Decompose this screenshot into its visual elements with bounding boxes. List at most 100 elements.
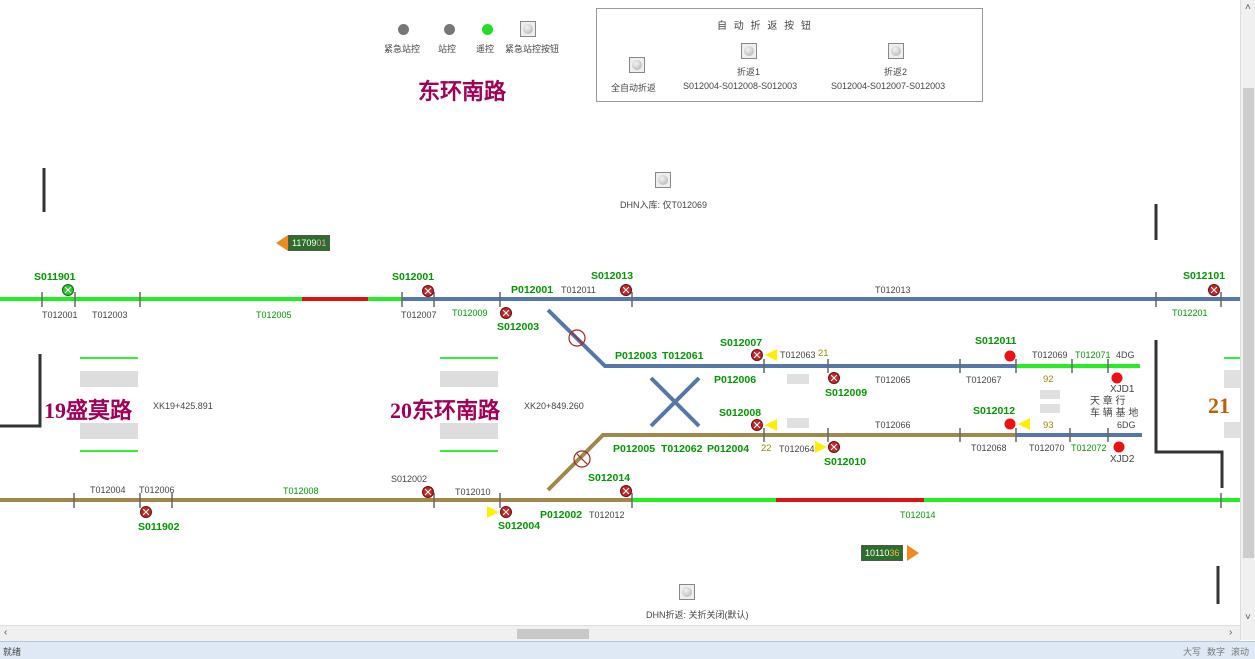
button-label: 折返1 <box>737 67 761 77</box>
signal-label: S012011 <box>975 335 1017 347</box>
section-label: T012064 <box>779 444 815 454</box>
triangle-marker <box>765 349 777 361</box>
platform-edge <box>80 450 138 452</box>
train-direction-icon <box>907 545 919 561</box>
dhn-turnback-label: DHN折返: 关折关闭(默认) <box>646 610 749 620</box>
turnback2-button[interactable] <box>888 43 904 59</box>
joints-sidings <box>763 359 1109 442</box>
track-siding2 <box>546 433 1016 492</box>
status-caps: 大写 <box>1183 647 1202 657</box>
station-km: XK20+849.260 <box>524 401 584 411</box>
switch-label: P012005 <box>613 443 656 455</box>
lamp-local <box>444 24 455 35</box>
section-label: T012006 <box>139 485 175 495</box>
platform <box>80 371 138 387</box>
section-label: T012070 <box>1029 443 1065 453</box>
section-label: T012001 <box>42 310 78 320</box>
station-name: 20东环南路 <box>390 398 501 423</box>
joints-upper <box>41 292 1222 307</box>
turnback1-button[interactable] <box>741 43 757 59</box>
dhn-turnback-button[interactable] <box>679 584 695 600</box>
signal-label: S012010 <box>824 456 867 468</box>
scroll-thumb[interactable] <box>517 629 589 639</box>
lamp-label: 遥控 <box>476 44 495 54</box>
signal-label: S012101 <box>1183 270 1226 282</box>
switch-label: P012004 <box>707 443 750 455</box>
signal-label: S012014 <box>588 472 631 484</box>
scroll-thumb[interactable] <box>1243 88 1254 558</box>
grey-box <box>787 418 809 428</box>
station-name: 21 <box>1208 393 1230 418</box>
section-label: T012065 <box>875 375 911 385</box>
signal-label: S012012 <box>973 405 1016 417</box>
signal-proceed-marker <box>62 284 74 296</box>
track-siding1 <box>546 308 1016 368</box>
signal-label: S012002 <box>391 474 428 484</box>
number-label: 93 <box>1043 420 1054 431</box>
button-sub: S012004-S012008-S012003 <box>683 81 798 91</box>
platform <box>80 423 138 439</box>
signal-label: S012013 <box>591 270 634 282</box>
status-bar: 就绪 大写 数字 滚动 <box>0 641 1255 659</box>
section-label: T012201 <box>1172 308 1208 318</box>
button-label: 折返2 <box>884 67 908 77</box>
platform-edge <box>1224 357 1240 359</box>
station-title: 东环南路 <box>418 79 507 104</box>
section-label: T012072 <box>1071 443 1107 453</box>
section-label: 4DG <box>1116 350 1135 360</box>
status-scroll: 滚动 <box>1231 647 1250 657</box>
scroll-left-icon[interactable]: ‹ <box>4 627 8 638</box>
signal-red-lamp <box>1004 350 1016 362</box>
dhn-depot-button[interactable] <box>655 172 671 188</box>
auto-turnback-panel: 自 动 折 返 按 钮 全自动折返 折返1 S012004-S012008-S0… <box>596 8 983 102</box>
section-label: T012061 <box>662 350 704 362</box>
horizontal-scrollbar[interactable]: ‹ › <box>0 625 1240 641</box>
signal-label: S012009 <box>825 387 868 399</box>
grey-box <box>1224 422 1240 438</box>
grey-box <box>787 374 809 384</box>
status-text: 就绪 <box>3 647 22 657</box>
boundary-mark <box>0 354 42 428</box>
section-label: T012062 <box>661 443 703 455</box>
section-label: T012009 <box>452 308 488 318</box>
section-label: T012005 <box>256 310 292 320</box>
dhn-depot-label: DHN入库: 仅T012069 <box>620 200 708 210</box>
scroll-right-icon[interactable]: › <box>1229 627 1233 638</box>
section-label: T012068 <box>971 443 1007 453</box>
panel-title: 自 动 折 返 按 钮 <box>717 21 813 32</box>
section-label: T012013 <box>875 285 911 295</box>
signal-label: S012008 <box>719 407 762 419</box>
section-label: T012067 <box>966 375 1002 385</box>
button-label: 全自动折返 <box>611 83 657 93</box>
section-label: T012012 <box>589 510 625 520</box>
section-label: T012069 <box>1032 350 1068 360</box>
lamp-label: 站控 <box>438 44 457 54</box>
full-auto-turnback-button[interactable] <box>629 57 645 73</box>
lamp-remote <box>482 24 493 35</box>
switch-label: P012001 <box>511 284 554 296</box>
scroll-up-icon[interactable]: ˄ <box>1245 2 1251 13</box>
button-sub: S012004-S012007-S012003 <box>831 81 946 91</box>
switch-indicator <box>568 329 586 347</box>
train-id-lower[interactable]: 1011036 <box>861 545 904 561</box>
signal-red-lamp <box>1004 418 1016 430</box>
emergency-local-button[interactable] <box>520 21 536 37</box>
platform <box>440 371 498 387</box>
scroll-down-icon[interactable]: ˅ <box>1245 612 1251 623</box>
signal-label: S012001 <box>392 271 435 283</box>
vertical-scrollbar[interactable]: ˄ ˅ <box>1240 0 1255 640</box>
number-label: 92 <box>1043 374 1054 385</box>
grey-box <box>1040 404 1060 413</box>
switch-label: P012002 <box>540 509 583 521</box>
section-label: T012011 <box>561 285 596 295</box>
train-id-upper[interactable]: 1170901 <box>288 235 331 251</box>
signal-label: S011901 <box>34 271 76 283</box>
station-name: 19盛莫路 <box>44 398 133 423</box>
joints-lower <box>73 493 1222 508</box>
signal-label: XJD2 <box>1110 454 1135 465</box>
triangle-marker <box>1018 418 1030 430</box>
triangle-marker <box>487 506 499 518</box>
section-label: T012066 <box>875 420 911 430</box>
signal-red-lamp <box>1111 372 1123 384</box>
